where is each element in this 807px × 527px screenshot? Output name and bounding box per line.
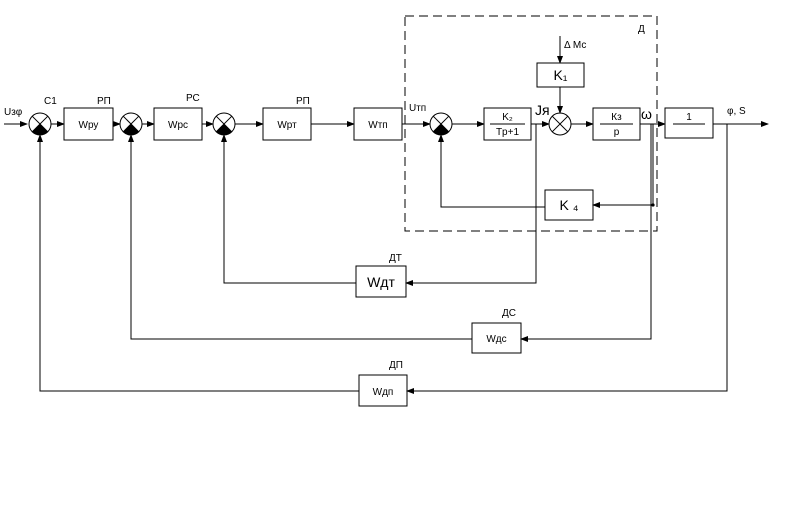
block-wds-text: Wдс <box>486 334 506 345</box>
block-k2-out-label: Jя <box>535 102 550 118</box>
summer-5 <box>548 112 572 136</box>
summer-1 <box>28 112 52 136</box>
block-wdp-text: Wдп <box>373 387 394 398</box>
block-wrt-text: Wрт <box>277 120 297 131</box>
wire-k4-s4 <box>438 134 545 208</box>
summer-2 <box>119 112 143 136</box>
block-wru: Wру <box>63 107 114 141</box>
block-k2-den: Tp+1 <box>496 127 520 138</box>
wire-omega-wds <box>520 124 652 342</box>
block-k3-den: p <box>614 127 620 138</box>
block-wtp: Wтп <box>353 107 403 141</box>
block-wds-label: ДС <box>502 308 516 319</box>
block-wds: Wдс <box>471 322 522 354</box>
input-label: Uзφ <box>4 107 23 118</box>
block-k2-num: K₂ <box>502 112 513 123</box>
wire-current-wdt <box>405 124 537 286</box>
block-wrt: Wрт <box>262 107 312 141</box>
block-integrator: 1 <box>664 107 714 139</box>
block-k4: K ₄ <box>544 189 594 221</box>
block-wtp-out-label: Uтп <box>409 103 426 114</box>
block-wdp: Wдп <box>358 374 408 407</box>
block-k3-num: Кз <box>611 112 622 123</box>
output-label: φ, S <box>727 106 746 117</box>
wire-wdt-s3 <box>221 134 356 284</box>
disturbance-label: Δ Мс <box>564 40 586 51</box>
summer-3 <box>212 112 236 136</box>
block-wdt-text: Wдт <box>367 274 395 290</box>
block-wrs-label: РС <box>186 93 200 104</box>
block-k2: K₂ Tp+1 <box>483 107 532 141</box>
wire-wdp-s1 <box>37 134 359 392</box>
block-wdp-label: ДП <box>389 360 403 371</box>
summer-4 <box>429 112 453 136</box>
wire-wds-s2 <box>128 134 472 340</box>
region-d-label: Д <box>638 24 645 35</box>
block-wdt: Wдт <box>355 265 407 298</box>
summer-1-label: С1 <box>44 96 57 107</box>
block-wrs: Wрс <box>153 107 203 141</box>
block-k3: Кз p <box>592 107 641 141</box>
block-wru-text: Wру <box>79 120 99 131</box>
block-wru-label: РП <box>97 96 111 107</box>
wire-output-wdp <box>406 124 728 394</box>
block-k3-out-label: ω <box>641 106 652 122</box>
block-wrt-label: РП <box>296 96 310 107</box>
block-integrator-text: 1 <box>686 112 692 123</box>
block-k1-text: K₁ <box>553 67 567 83</box>
block-wtp-text: Wтп <box>368 120 387 131</box>
block-wdt-label: ДТ <box>389 253 402 264</box>
block-wrs-text: Wрс <box>168 120 188 131</box>
block-k1: K₁ <box>536 62 585 88</box>
block-k4-text: K ₄ <box>560 197 579 213</box>
